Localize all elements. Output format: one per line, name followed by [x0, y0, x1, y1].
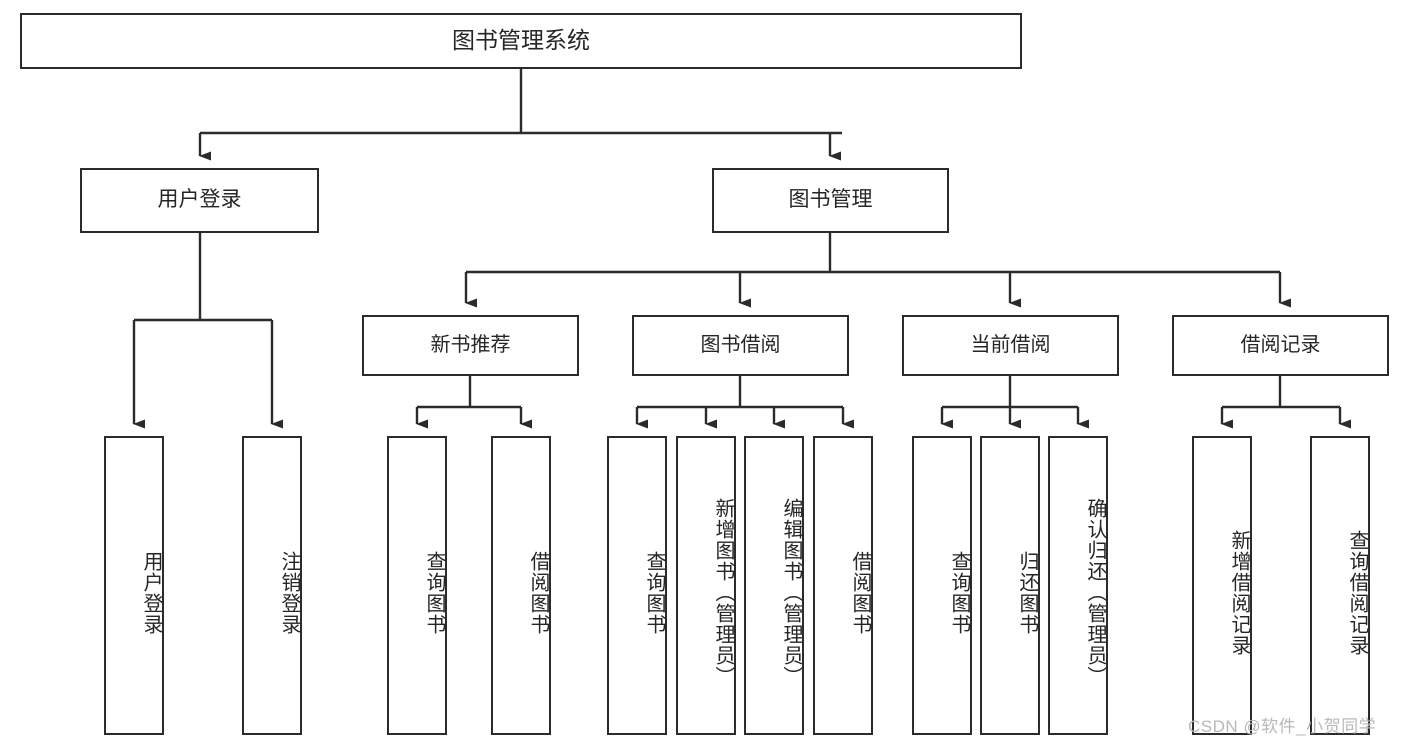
node-label: 图书管理 [788, 188, 873, 212]
node-book-management-system[interactable]: 图书管理系统 [20, 13, 1022, 69]
node-label: 图书借阅 [700, 333, 781, 356]
node-label: 查询借阅记录 [1346, 529, 1368, 656]
node-label: 查询图书 [948, 550, 970, 635]
node-leaf-user-login[interactable]: 用户登录 [104, 436, 164, 735]
node-label: 用户登录 [140, 550, 162, 635]
node-label: 归还图书 [1016, 550, 1038, 635]
node-label: 查询图书 [643, 550, 665, 635]
node-new-book-recommend[interactable]: 新书推荐 [362, 315, 579, 376]
node-label: 借阅图书 [849, 550, 871, 635]
node-label: 借阅图书 [527, 550, 549, 635]
node-leaf-borrow-book-1[interactable]: 借阅图书 [491, 436, 551, 735]
node-label: 确认归还（管理员） [1084, 498, 1106, 687]
node-leaf-query-book-2[interactable]: 查询图书 [607, 436, 667, 735]
node-label: 新增图书（管理员） [712, 498, 734, 687]
node-label: 注销登录 [278, 550, 300, 635]
node-leaf-add-record[interactable]: 新增借阅记录 [1192, 436, 1252, 735]
node-label: 新增借阅记录 [1228, 529, 1250, 656]
node-label: 用户登录 [157, 188, 242, 212]
node-label: 当前借阅 [970, 333, 1051, 356]
node-leaf-query-record[interactable]: 查询借阅记录 [1310, 436, 1370, 735]
node-book-management[interactable]: 图书管理 [712, 168, 949, 233]
node-label: 编辑图书（管理员） [780, 498, 802, 687]
node-leaf-logout-login[interactable]: 注销登录 [242, 436, 302, 735]
node-leaf-confirm-return[interactable]: 确认归还（管理员） [1048, 436, 1108, 735]
node-current-borrow[interactable]: 当前借阅 [902, 315, 1119, 376]
node-label: 查询图书 [423, 550, 445, 635]
node-label: 借阅记录 [1240, 333, 1321, 356]
node-user-login[interactable]: 用户登录 [80, 168, 319, 233]
node-leaf-query-book-3[interactable]: 查询图书 [912, 436, 972, 735]
node-book-borrow[interactable]: 图书借阅 [632, 315, 849, 376]
node-leaf-query-book-1[interactable]: 查询图书 [387, 436, 447, 735]
watermark: CSDN @软件_小贺同学 [1188, 717, 1377, 736]
node-leaf-borrow-book-2[interactable]: 借阅图书 [813, 436, 873, 735]
node-borrow-record[interactable]: 借阅记录 [1172, 315, 1389, 376]
node-leaf-edit-book[interactable]: 编辑图书（管理员） [744, 436, 804, 735]
node-leaf-return-book[interactable]: 归还图书 [980, 436, 1040, 735]
node-label: 新书推荐 [430, 333, 511, 356]
node-label: 图书管理系统 [452, 27, 590, 54]
node-leaf-add-book[interactable]: 新增图书（管理员） [676, 436, 736, 735]
